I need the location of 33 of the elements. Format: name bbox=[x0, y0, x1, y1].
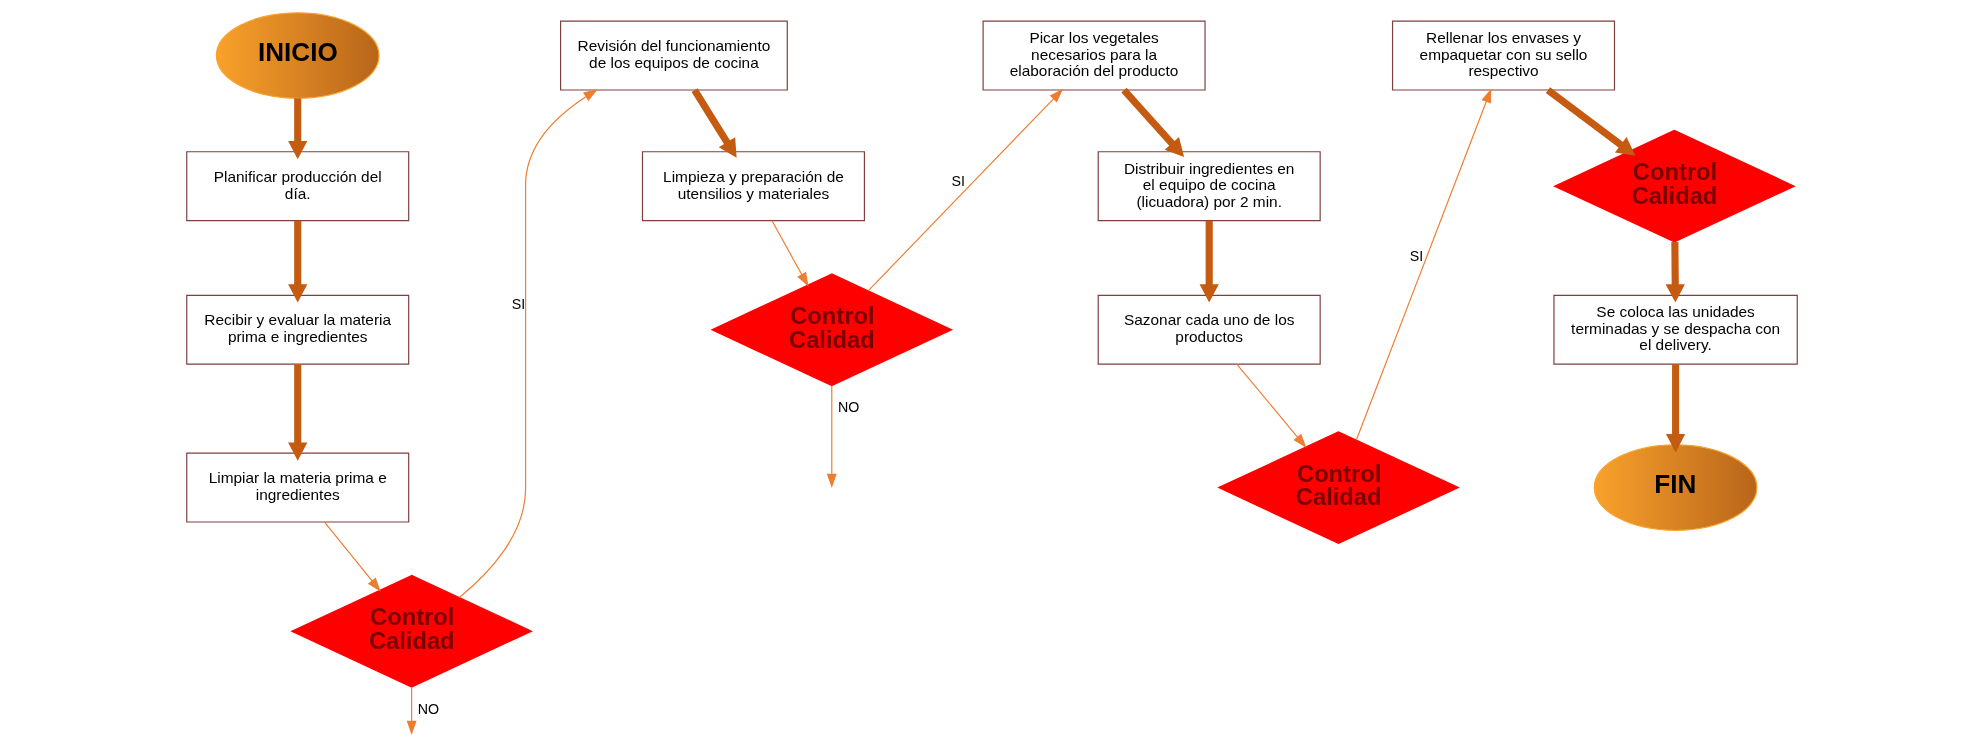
arrow bbox=[287, 98, 307, 160]
node-box: Limpiar la materia prima e ingredientes bbox=[185, 452, 409, 523]
node-box: Revisión del funcionamiento de los equipos de cocina bbox=[559, 20, 788, 91]
node-box: Recibir y evaluar la materia prima e ingredientes bbox=[185, 294, 409, 365]
arrow bbox=[826, 385, 837, 489]
node-ellipse: FIN bbox=[1593, 444, 1757, 531]
node-box: Planificar producción del día. bbox=[185, 151, 409, 222]
node-ellipse: INICIO bbox=[215, 12, 380, 99]
arrow bbox=[1120, 87, 1184, 158]
node-box: Picar los vegetales necesarios para la elaboración del producto bbox=[982, 20, 1206, 91]
arrow bbox=[1199, 220, 1219, 303]
node-box: Se coloca las unidades terminadas y se despacha con el delivery. bbox=[1552, 294, 1798, 365]
arrow bbox=[1235, 363, 1306, 448]
arrow bbox=[323, 521, 381, 592]
node-box: Limpieza y preparación de utensilios y materiales bbox=[641, 151, 865, 222]
edge-label: SI bbox=[511, 296, 525, 313]
node-box: Rellenar los envases y empaquetar con su sello respectivo bbox=[1391, 20, 1615, 91]
node-box: Sazonar cada uno de los productos bbox=[1097, 294, 1321, 365]
arrow bbox=[770, 220, 809, 287]
edge-label: NO bbox=[837, 399, 859, 416]
edge-label: NO bbox=[417, 700, 439, 717]
arrow bbox=[1355, 88, 1491, 441]
arrow bbox=[1545, 87, 1635, 156]
arrow bbox=[1665, 241, 1685, 303]
arrow bbox=[691, 88, 737, 158]
node-box: Distribuir ingredientes en el equipo de cocina (licuadora) por 2 min. bbox=[1097, 151, 1321, 222]
arrow bbox=[867, 88, 1063, 292]
edge-label: SI bbox=[1409, 248, 1423, 265]
node-diamond: Control Calidad bbox=[1552, 129, 1796, 243]
edge-label: SI bbox=[951, 173, 965, 190]
arrow bbox=[287, 220, 307, 303]
arrow bbox=[406, 686, 417, 735]
arrow bbox=[458, 89, 598, 599]
